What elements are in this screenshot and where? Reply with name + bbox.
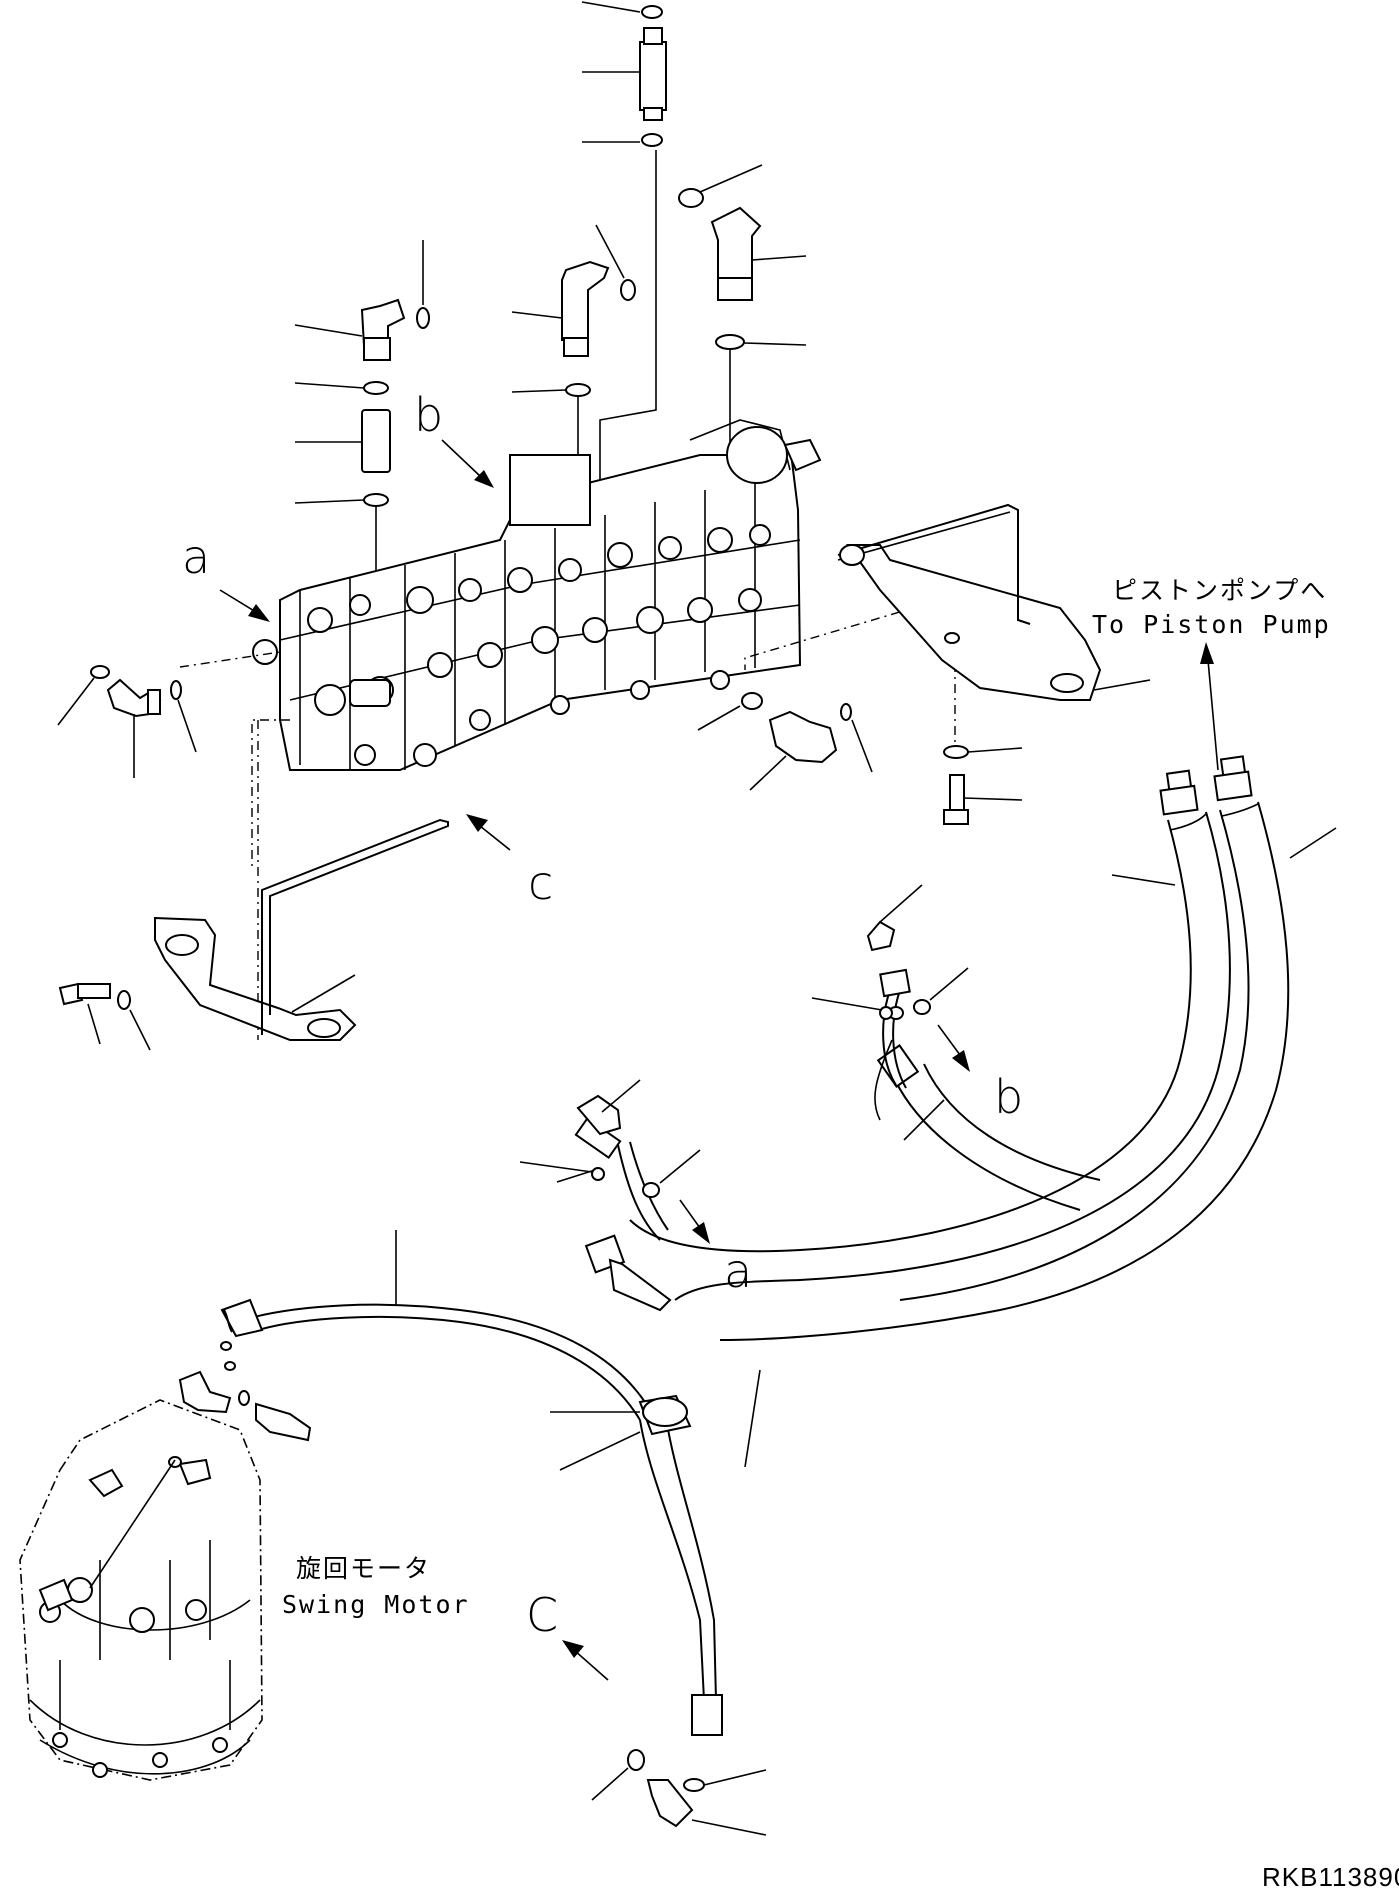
lower-hoses [519,1079,701,1312]
top-fitting-stack [581,1,667,480]
reference-letter-b-bottom: b [994,1070,1024,1124]
valve-ports [252,524,771,767]
valve-front-switch [697,692,873,791]
left-bracket [58,818,449,1051]
reference-letter-a-top: a [182,530,211,584]
swing-motor-label-jp: 旋回モータ [296,1554,432,1583]
reference-letter-b-top: b [414,388,444,442]
reference-arrows [219,439,1219,1681]
swing-motor-elbow [591,1749,767,1836]
figure-number: RKB113890 [1262,1862,1399,1892]
reference-letter-c-top: c [528,856,554,910]
piston-pump-label-jp: ピストンポンプへ [1112,576,1328,605]
swing-motor-hose [220,1230,761,1736]
reference-letter-a-bottom: a [724,1244,753,1298]
right-elbow-stack [678,164,807,470]
right-bracket [837,503,1151,825]
pump-hoses [629,755,1337,1341]
middle-elbow-stack [511,224,636,490]
left-fitting-stack [294,240,430,630]
swing-motor-drawing [19,1341,312,1781]
center-hoses [811,884,1101,1211]
swing-motor-label-en: Swing Motor [282,1590,470,1619]
reference-letter-c-bottom: C [526,1588,559,1642]
valve-left-elbow [57,665,197,778]
piston-pump-label-en: To Piston Pump [1092,610,1331,639]
